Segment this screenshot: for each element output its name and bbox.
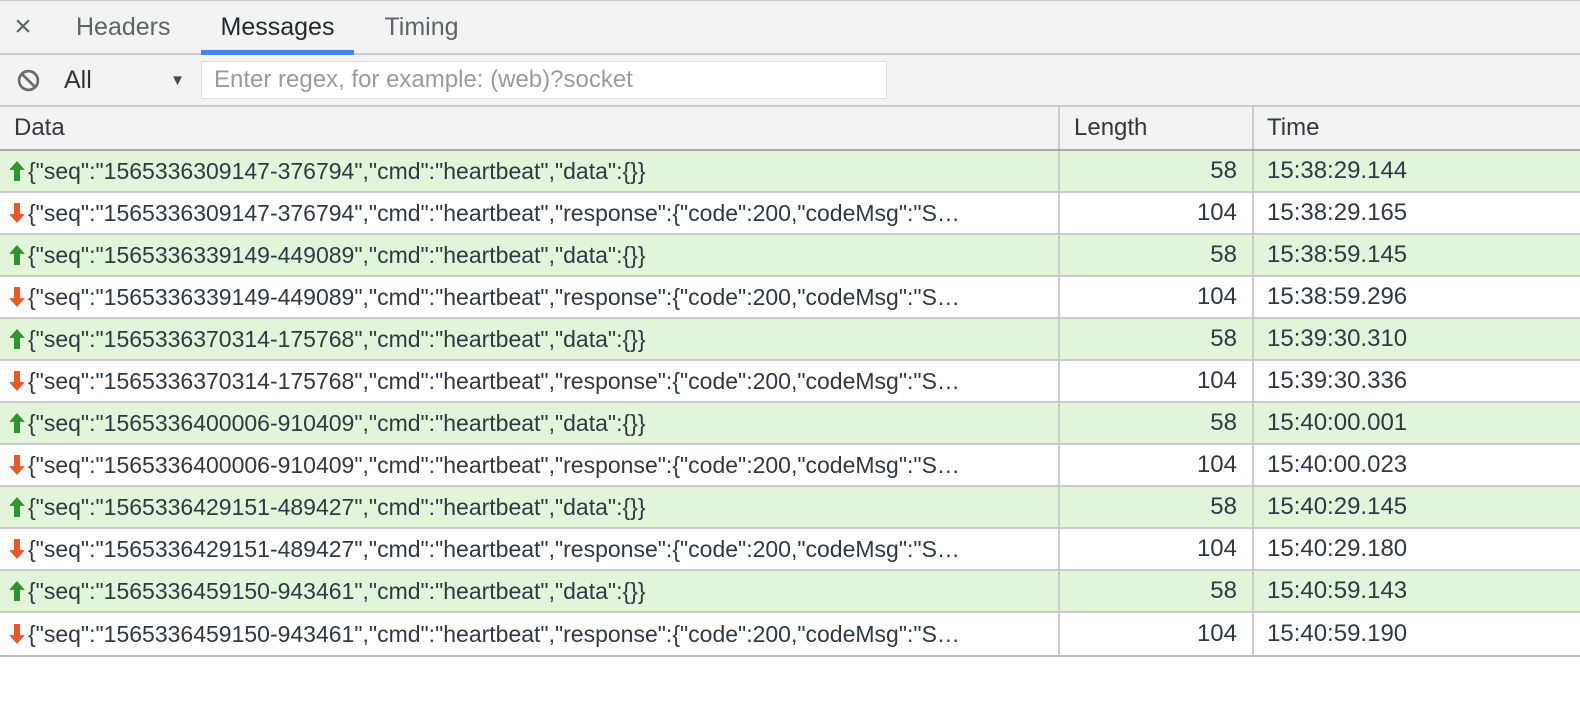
message-time-cell: 15:38:29.144 [1252, 151, 1580, 191]
message-time-cell: 15:38:59.296 [1252, 277, 1580, 317]
message-payload: {"seq":"1565336459150-943461","cmd":"hea… [28, 577, 646, 604]
clear-messages-icon[interactable] [16, 68, 41, 93]
messages-table-header: Data Length Time [0, 107, 1580, 151]
received-arrow-icon [9, 371, 25, 391]
tab-timing[interactable]: Timing [384, 12, 459, 41]
message-payload: {"seq":"1565336339149-449089","cmd":"hea… [28, 241, 646, 268]
message-time-cell: 15:40:29.180 [1252, 529, 1580, 569]
message-length-cell: 104 [1058, 361, 1252, 401]
message-row-received[interactable]: {"seq":"1565336459150-943461","cmd":"hea… [0, 613, 1580, 655]
message-time-cell: 15:40:00.023 [1252, 445, 1580, 485]
message-row-sent[interactable]: {"seq":"1565336370314-175768","cmd":"hea… [0, 319, 1580, 361]
message-data-cell: {"seq":"1565336309147-376794","cmd":"hea… [0, 193, 1058, 233]
message-time-cell: 15:40:59.143 [1252, 571, 1580, 611]
message-data-cell: {"seq":"1565336309147-376794","cmd":"hea… [0, 151, 1058, 191]
message-time-cell: 15:39:30.310 [1252, 319, 1580, 359]
message-filter-bar: All ▼ [0, 55, 1580, 107]
message-row-received[interactable]: {"seq":"1565336339149-449089","cmd":"hea… [0, 277, 1580, 319]
message-data-cell: {"seq":"1565336429151-489427","cmd":"hea… [0, 529, 1058, 569]
column-header-data: Data [14, 114, 65, 141]
message-payload: {"seq":"1565336400006-910409","cmd":"hea… [28, 409, 646, 436]
column-header-time: Time [1252, 107, 1580, 149]
message-data-cell: {"seq":"1565336339149-449089","cmd":"hea… [0, 235, 1058, 275]
message-data-cell: {"seq":"1565336400006-910409","cmd":"hea… [0, 403, 1058, 443]
message-row-sent[interactable]: {"seq":"1565336400006-910409","cmd":"hea… [0, 403, 1580, 445]
message-data-cell: {"seq":"1565336400006-910409","cmd":"hea… [0, 445, 1058, 485]
message-length-cell: 58 [1058, 487, 1252, 527]
message-length-cell: 104 [1058, 277, 1252, 317]
message-row-sent[interactable]: {"seq":"1565336309147-376794","cmd":"hea… [0, 151, 1580, 193]
sent-arrow-icon [9, 497, 25, 517]
message-data-cell: {"seq":"1565336459150-943461","cmd":"hea… [0, 571, 1058, 611]
message-time-cell: 15:40:00.001 [1252, 403, 1580, 443]
received-arrow-icon [9, 203, 25, 223]
tab-headers[interactable]: Headers [76, 12, 171, 41]
message-length-cell: 58 [1058, 403, 1252, 443]
message-data-cell: {"seq":"1565336339149-449089","cmd":"hea… [0, 277, 1058, 317]
sent-arrow-icon [9, 413, 25, 433]
message-time-cell: 15:39:30.336 [1252, 361, 1580, 401]
message-data-cell: {"seq":"1565336429151-489427","cmd":"hea… [0, 487, 1058, 527]
sent-arrow-icon [9, 581, 25, 601]
message-payload: {"seq":"1565336370314-175768","cmd":"hea… [28, 325, 646, 352]
received-arrow-icon [9, 455, 25, 475]
message-data-cell: {"seq":"1565336370314-175768","cmd":"hea… [0, 361, 1058, 401]
message-type-dropdown[interactable]: All ▼ [64, 55, 185, 105]
message-payload: {"seq":"1565336309147-376794","cmd":"hea… [28, 157, 646, 184]
sent-arrow-icon [9, 245, 25, 265]
message-length-cell: 58 [1058, 319, 1252, 359]
message-length-cell: 104 [1058, 193, 1252, 233]
message-payload: {"seq":"1565336339149-449089","cmd":"hea… [28, 283, 960, 310]
message-type-value: All [64, 65, 92, 94]
message-row-received[interactable]: {"seq":"1565336429151-489427","cmd":"hea… [0, 529, 1580, 571]
close-icon[interactable]: × [0, 1, 46, 53]
message-data-cell: {"seq":"1565336370314-175768","cmd":"hea… [0, 319, 1058, 359]
message-length-cell: 58 [1058, 151, 1252, 191]
message-time-cell: 15:38:59.145 [1252, 235, 1580, 275]
message-length-cell: 104 [1058, 529, 1252, 569]
chevron-down-icon: ▼ [170, 71, 185, 89]
message-data-cell: {"seq":"1565336459150-943461","cmd":"hea… [0, 613, 1058, 655]
message-payload: {"seq":"1565336429151-489427","cmd":"hea… [28, 535, 960, 562]
message-payload: {"seq":"1565336370314-175768","cmd":"hea… [28, 367, 960, 394]
column-header-length: Length [1058, 107, 1252, 149]
message-time-cell: 15:38:29.165 [1252, 193, 1580, 233]
received-arrow-icon [9, 539, 25, 559]
message-row-received[interactable]: {"seq":"1565336370314-175768","cmd":"hea… [0, 361, 1580, 403]
message-time-cell: 15:40:59.190 [1252, 613, 1580, 655]
regex-filter-input[interactable] [201, 61, 887, 99]
received-arrow-icon [9, 624, 25, 644]
message-row-sent[interactable]: {"seq":"1565336339149-449089","cmd":"hea… [0, 235, 1580, 277]
message-row-sent[interactable]: {"seq":"1565336429151-489427","cmd":"hea… [0, 487, 1580, 529]
message-row-sent[interactable]: {"seq":"1565336459150-943461","cmd":"hea… [0, 571, 1580, 613]
message-payload: {"seq":"1565336459150-943461","cmd":"hea… [28, 620, 960, 647]
message-payload: {"seq":"1565336429151-489427","cmd":"hea… [28, 493, 646, 520]
sent-arrow-icon [9, 329, 25, 349]
received-arrow-icon [9, 287, 25, 307]
messages-table-body: {"seq":"1565336309147-376794","cmd":"hea… [0, 151, 1580, 657]
message-payload: {"seq":"1565336309147-376794","cmd":"hea… [28, 199, 960, 226]
message-payload: {"seq":"1565336400006-910409","cmd":"hea… [28, 451, 960, 478]
message-length-cell: 58 [1058, 235, 1252, 275]
message-row-received[interactable]: {"seq":"1565336400006-910409","cmd":"hea… [0, 445, 1580, 487]
detail-tabbar: × Headers Messages Timing [0, 0, 1580, 55]
message-length-cell: 58 [1058, 571, 1252, 611]
tab-messages[interactable]: Messages [200, 1, 355, 55]
message-time-cell: 15:40:29.145 [1252, 487, 1580, 527]
sent-arrow-icon [9, 161, 25, 181]
message-length-cell: 104 [1058, 445, 1252, 485]
message-row-received[interactable]: {"seq":"1565336309147-376794","cmd":"hea… [0, 193, 1580, 235]
message-length-cell: 104 [1058, 613, 1252, 655]
